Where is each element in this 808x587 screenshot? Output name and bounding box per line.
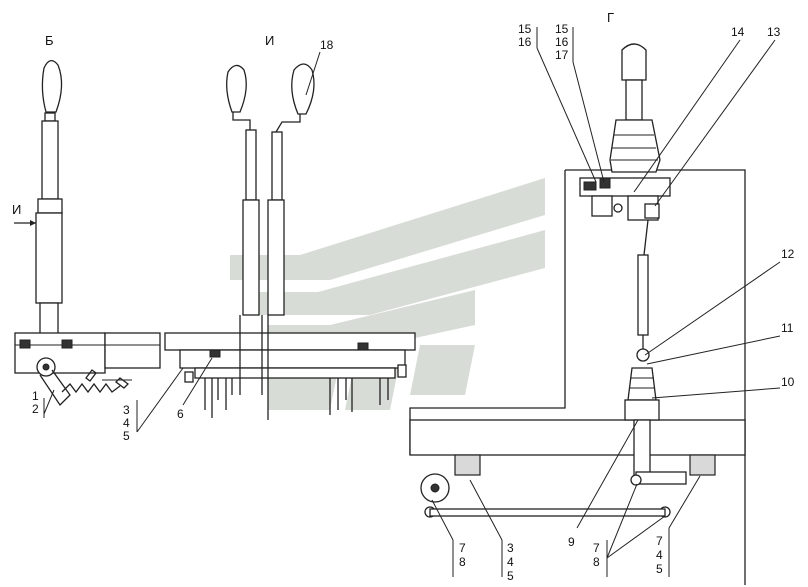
callout-15a: 15 [518, 22, 532, 36]
callout-1: 1 [32, 389, 39, 403]
callout-5c: 5 [656, 562, 663, 576]
left-rod [245, 129, 257, 201]
shift-stem [625, 79, 643, 121]
callout-18: 18 [320, 38, 334, 52]
callout-4a: 4 [123, 416, 130, 430]
callout-4c: 4 [656, 548, 663, 562]
view-label-g: Г [607, 10, 614, 25]
callout-5b: 5 [507, 569, 514, 583]
watermark-logo [230, 178, 545, 410]
shift-knob [621, 43, 647, 81]
view-arrow-i: И [12, 202, 36, 226]
view-label-b: Б [45, 33, 54, 48]
view-i-twin-levers [164, 63, 416, 420]
callout-16b: 16 [555, 35, 569, 49]
callout-15b: 15 [555, 22, 569, 36]
view-arrow-label: И [12, 202, 21, 217]
callout-3b: 3 [507, 541, 514, 555]
callout-3a: 3 [123, 403, 130, 417]
right-sleeve [267, 199, 285, 316]
view-b-lever-assembly [14, 60, 161, 407]
callout-2: 2 [32, 402, 39, 416]
lever-knob [41, 60, 63, 113]
lower-boot [627, 367, 657, 401]
callout-8b: 8 [593, 555, 600, 569]
callout-10: 10 [781, 375, 795, 389]
cross-rod [429, 508, 666, 517]
right-rod [271, 131, 283, 201]
callout-7c: 7 [656, 534, 663, 548]
lower-bar [194, 367, 396, 379]
callout-12: 12 [781, 247, 795, 261]
link-rod [637, 254, 649, 336]
shift-boot [609, 119, 661, 173]
callout-1-2 [43, 389, 55, 418]
callout-5a: 5 [123, 429, 130, 443]
callout-11: 11 [781, 321, 794, 335]
lever-rod [41, 120, 59, 200]
callout-6: 6 [177, 407, 184, 421]
frame-beam [409, 419, 746, 456]
callout-8a: 8 [459, 555, 466, 569]
callout-17b: 17 [555, 48, 569, 62]
callout-4b: 4 [507, 555, 514, 569]
lever-collar [44, 112, 56, 122]
callout-7a: 7 [459, 541, 466, 555]
callout-16a: 16 [518, 35, 532, 49]
floor-panel [104, 332, 161, 369]
left-sleeve [242, 199, 260, 316]
callout-7b: 7 [593, 541, 600, 555]
right-knob [291, 63, 315, 115]
lever-sleeve [35, 212, 63, 304]
view-label-i: И [265, 33, 274, 48]
callout-14: 14 [731, 25, 745, 39]
base-plate [14, 332, 106, 374]
left-knob [226, 64, 247, 113]
floor-panel-i [164, 332, 416, 351]
view-g-shift-mechanism [409, 43, 746, 585]
callout-9: 9 [568, 535, 575, 549]
lever-joint [37, 198, 63, 214]
callout-13: 13 [767, 25, 781, 39]
